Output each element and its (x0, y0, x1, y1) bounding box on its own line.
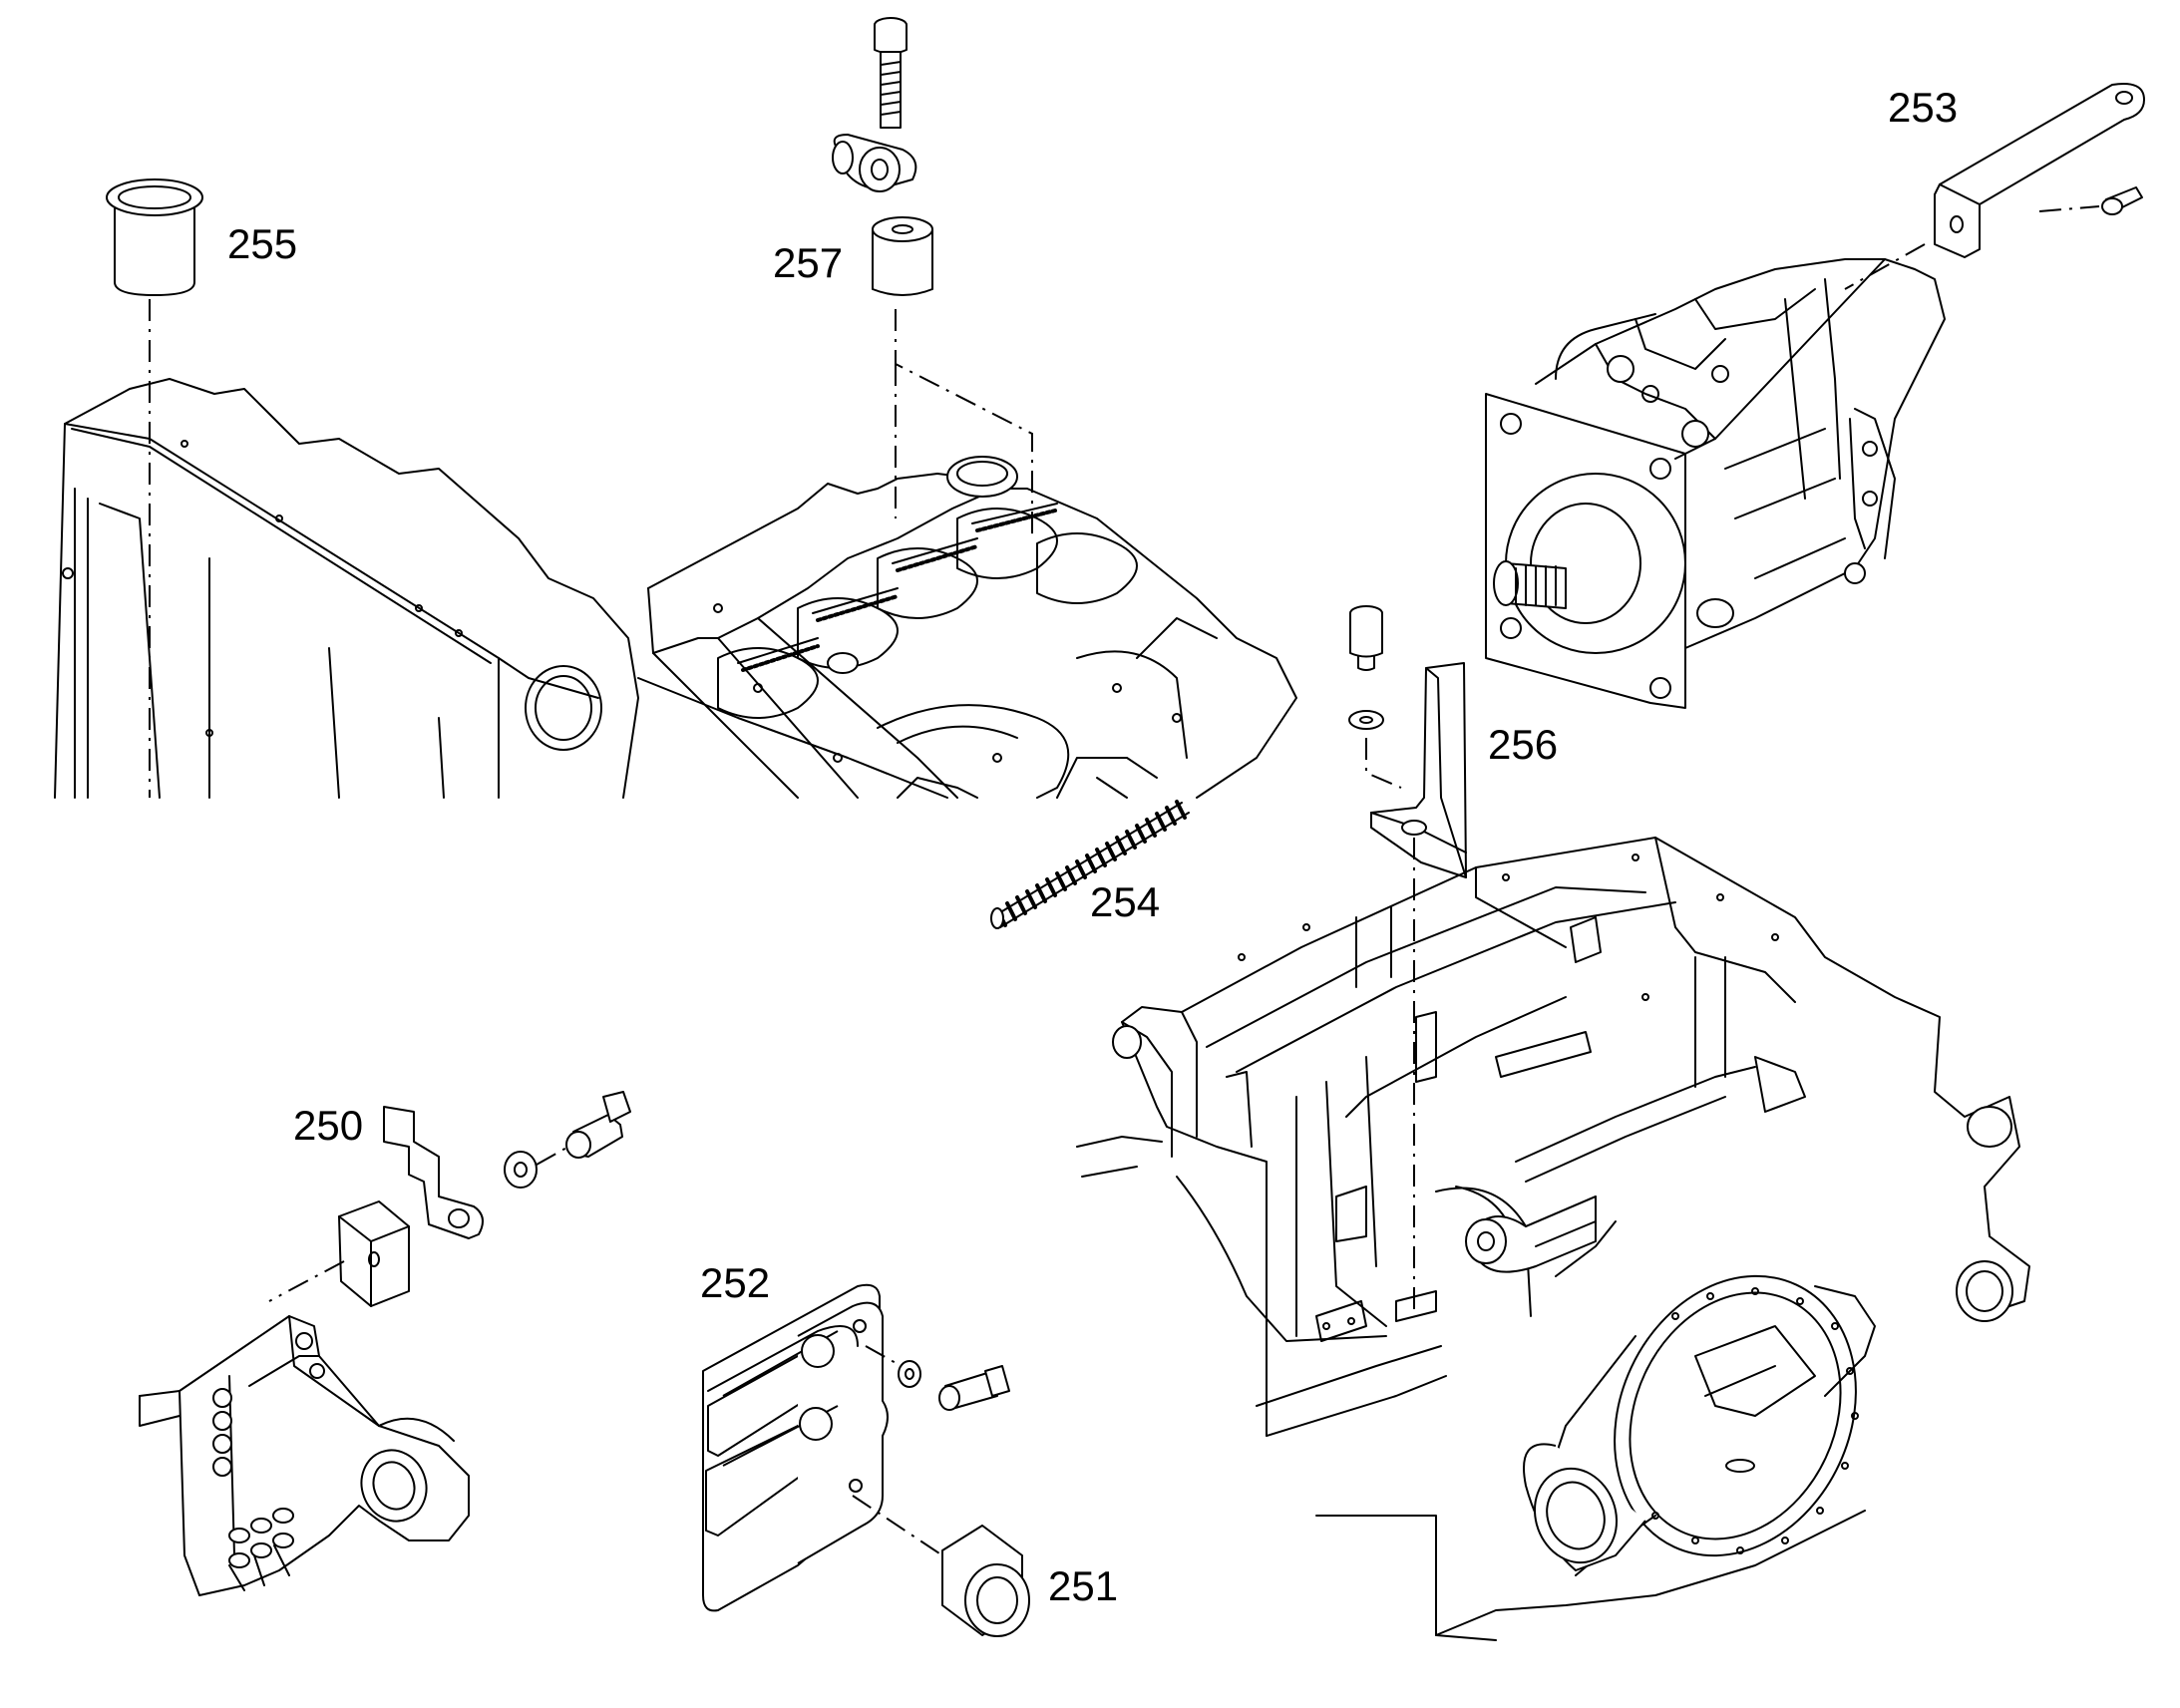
leader-253 (1844, 243, 1926, 290)
chassis-frame (1076, 837, 2030, 1641)
leader-256-bolt (1365, 738, 1402, 789)
part-255-bushing (106, 178, 203, 296)
leader-block (268, 1260, 345, 1302)
callout-252: 252 (700, 1259, 771, 1306)
callout-254: 254 (1090, 878, 1161, 925)
leader-252-washer (865, 1345, 899, 1365)
callout-257: 257 (773, 239, 844, 286)
part-252-shim-pack (702, 1283, 1010, 1612)
part-250-tag-assembly (383, 1091, 631, 1239)
callout-250: 250 (293, 1102, 364, 1149)
part-251-bushing (941, 1525, 1030, 1637)
part-256-l-bracket (1348, 605, 1467, 878)
part-254-spring (990, 800, 1190, 929)
part-253-bracket (1934, 83, 2145, 258)
callout-255: 255 (227, 220, 298, 267)
leader-250-washer (536, 1146, 569, 1166)
left-frame-housing (54, 378, 639, 799)
engine-block (637, 456, 1297, 799)
callout-256: 256 (1488, 721, 1559, 768)
part-257-bolt-assembly (832, 17, 933, 296)
final-drive-housing (1523, 1274, 1859, 1576)
callout-251: 251 (1048, 1562, 1119, 1609)
hydraulic-pump (1485, 258, 1946, 709)
leader-257-a (895, 309, 1033, 538)
block-pad (338, 1200, 410, 1307)
callout-253: 253 (1888, 84, 1959, 131)
leader-251 (852, 1495, 943, 1556)
leader-253-screw (2038, 205, 2100, 212)
hitch-bracket (139, 1315, 470, 1596)
